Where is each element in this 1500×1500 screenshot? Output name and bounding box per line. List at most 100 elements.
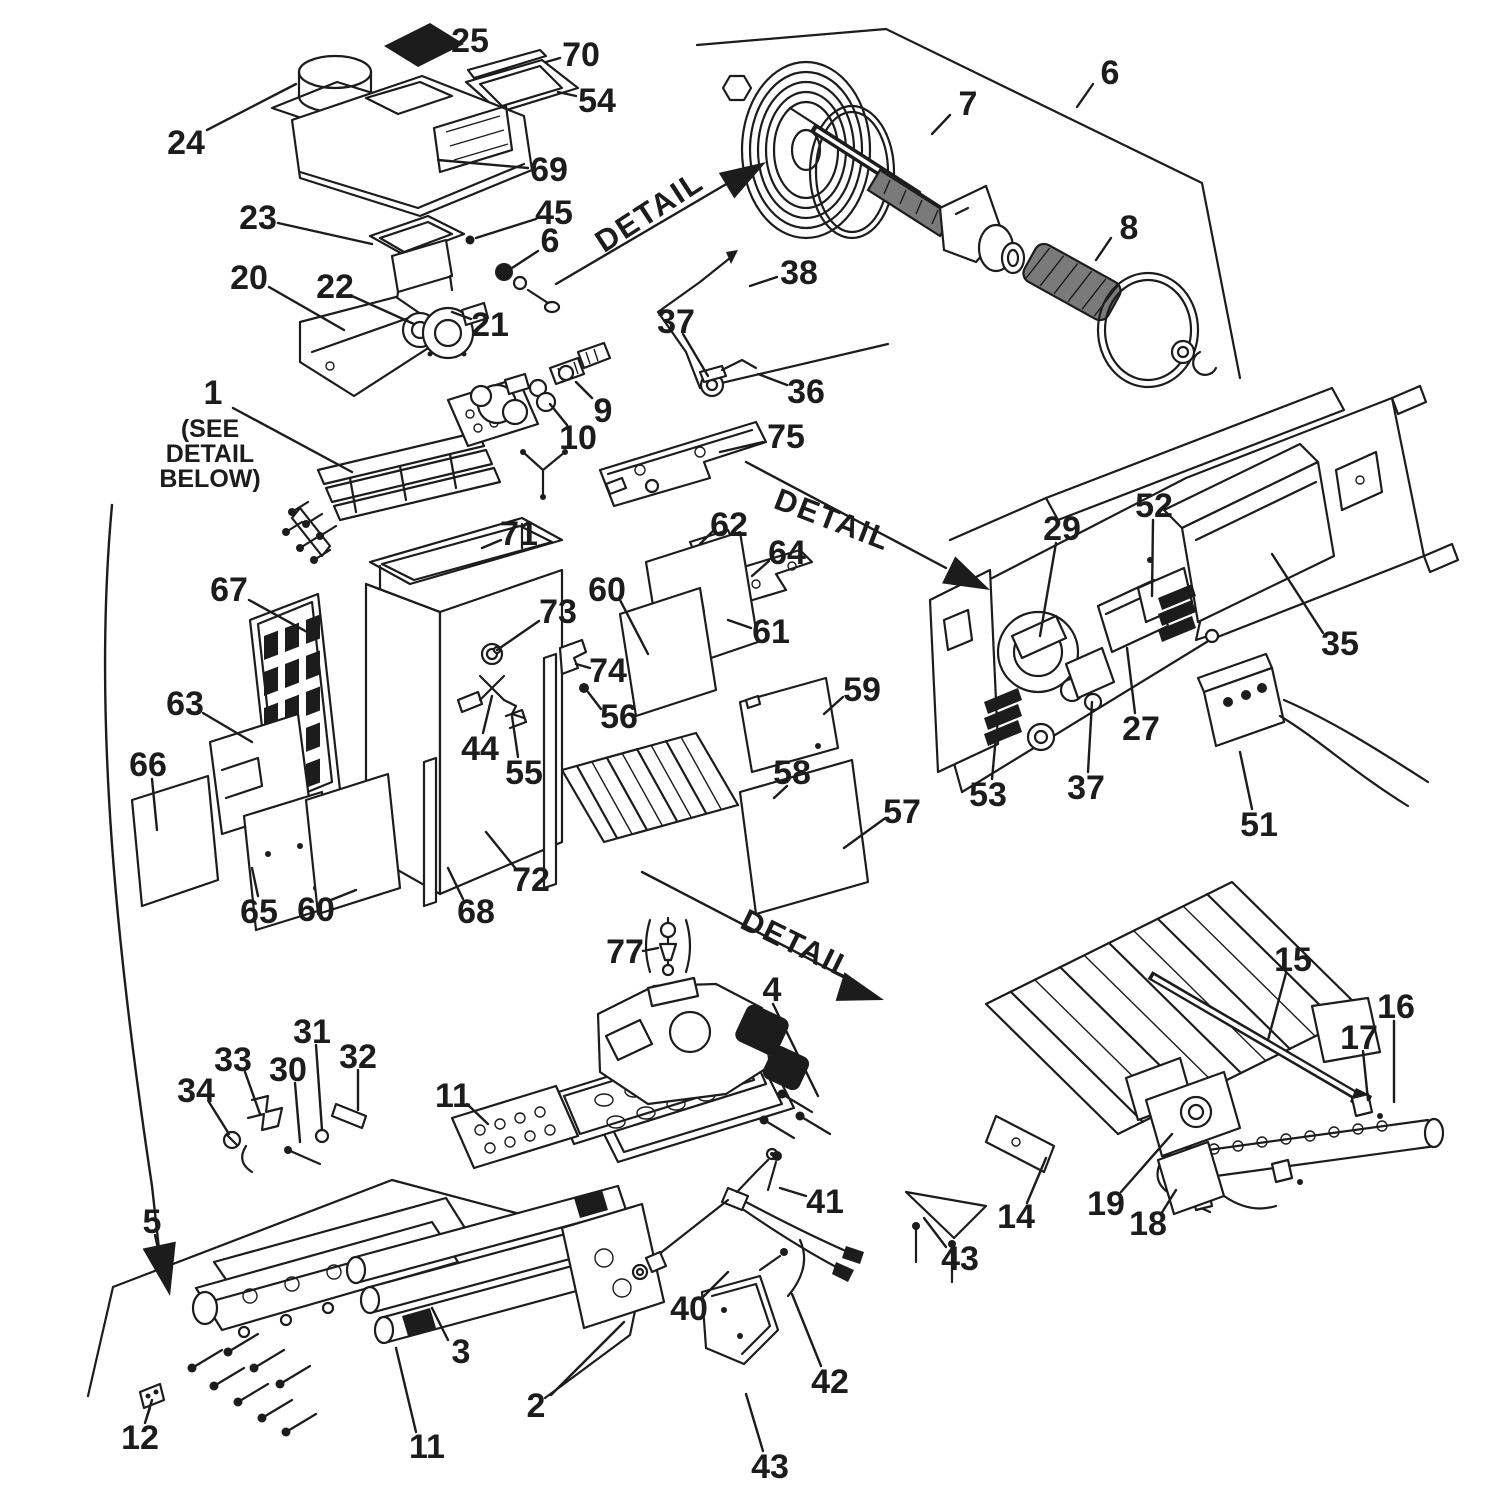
callout-leader-8	[1094, 236, 1113, 262]
pilot-hardware-parts	[222, 1094, 368, 1174]
callout-label-53: 53	[969, 776, 1007, 814]
callout-label-22: 22	[316, 268, 354, 306]
wiring-harness-40-42-shape	[720, 1186, 750, 1212]
manifold-bolts-part-shape	[288, 508, 296, 516]
igniter-44-part-shape	[502, 698, 526, 720]
top-cover-part-shape	[290, 74, 534, 218]
louver-panel-67-shape-shape	[306, 650, 320, 680]
callout-leader-43a	[922, 1216, 948, 1249]
bracket-74-part-shape	[579, 683, 589, 693]
callout-leader-33	[243, 1070, 262, 1116]
blower-assembly-4-shape	[777, 1089, 787, 1099]
manifold-pipe-16-shape	[1376, 1120, 1388, 1132]
wire-tripod-part-shape	[521, 450, 545, 472]
callout-label-6a: 6	[541, 222, 560, 260]
callout-label-43b: 43	[751, 1448, 789, 1486]
callout-leader-4	[771, 1002, 820, 1098]
bracket-64-shape	[751, 579, 761, 589]
callout-leader-69	[436, 158, 530, 170]
manifold-pipe-16-shape	[1352, 1123, 1364, 1135]
check-valve-77-shape	[684, 918, 692, 974]
pipe-clips-17-shape	[1297, 1179, 1303, 1185]
callout-leader-45	[474, 217, 538, 240]
cabinet-frame-71-shape	[380, 524, 554, 582]
see-detail-note-line-2: DETAIL	[166, 440, 254, 468]
terminal-stack-left-53	[984, 688, 1022, 746]
coil-shaft-part-shape	[866, 168, 954, 238]
spring-8-part-shape	[1025, 247, 1051, 279]
blower-assembly-4-shape	[779, 1055, 788, 1083]
spring-8-part-shape	[1081, 278, 1107, 310]
control-bracket-part-shape	[606, 428, 754, 476]
wiring-harness-40-42-shape	[742, 1208, 840, 1270]
callout-leader-71	[480, 538, 503, 550]
callout-label-55: 55	[505, 754, 543, 792]
manifold-bolts-part-shape	[316, 532, 324, 540]
callout-leader-72	[484, 830, 518, 871]
burner-manifold-assembly-shape	[332, 466, 502, 522]
pilot-hardware-parts-shape	[286, 1148, 322, 1166]
screw-45-part-shape	[465, 235, 475, 245]
panel-57	[738, 758, 870, 916]
manifold-bolts-part-shape	[310, 556, 318, 564]
blower-assembly-4-shape	[735, 1004, 789, 1056]
tray-bolts-part-shape	[209, 1381, 219, 1391]
louver-panel-67-shape-shape	[264, 630, 278, 660]
callout-label-63: 63	[166, 685, 204, 723]
tray-bolts-part-shape	[257, 1413, 267, 1423]
callout-leader-56	[586, 690, 603, 711]
callout-leader-2	[549, 1320, 626, 1397]
heat-exchanger-coil-shape	[740, 60, 872, 240]
control-box-35-shape	[1334, 450, 1384, 512]
callout-label-3: 3	[452, 1333, 471, 1371]
top-grille-part-shape	[396, 30, 454, 60]
callout-leader-41	[778, 1186, 808, 1198]
flue-collar-part	[368, 214, 466, 308]
louver-panel-67-shape-shape	[306, 758, 320, 788]
igniter-44-part	[478, 674, 526, 720]
callout-leader-43b	[744, 1392, 765, 1453]
terminal-stack-left-53-shape	[984, 720, 1022, 746]
callout-label-75: 75	[767, 418, 805, 456]
wiring-harness-40-42-shape	[635, 1267, 645, 1277]
pilot-tubing-part-shape	[726, 250, 738, 264]
bypass-tube-15-shape	[1151, 975, 1359, 1098]
callout-leader-5	[153, 1233, 162, 1260]
terminal-stack-left-53-shape	[984, 704, 1022, 730]
wire-tripod-part	[520, 449, 568, 500]
blower-inlet-part	[401, 301, 490, 360]
callout-label-74: 74	[589, 652, 627, 690]
grille-rod-part-shape	[466, 48, 548, 80]
oring-large-part-shape	[1192, 350, 1218, 376]
pilot-tubing-part	[656, 250, 890, 390]
callout-leader-57	[842, 817, 886, 850]
callout-label-25: 25	[451, 22, 489, 60]
control-box-35-shape	[1204, 628, 1220, 644]
callout-label-51: 51	[1240, 806, 1278, 844]
burner-tray-assembly-shape	[191, 1290, 219, 1326]
tray-bolts-part-shape	[249, 1363, 259, 1373]
blower-inlet-part-shape	[461, 351, 467, 357]
callout-label-30: 30	[269, 1051, 307, 1089]
callout-leader-63	[201, 711, 254, 744]
clip-12-part-shape	[138, 1382, 166, 1410]
control-chassis-part-shape	[1390, 384, 1428, 416]
deflector-part-shape	[310, 314, 416, 354]
callout-label-10: 10	[559, 419, 597, 457]
manifold-pipe-16-shape	[1304, 1130, 1316, 1142]
pilot-hardware-parts-shape	[241, 1144, 254, 1174]
access-panel-60-left-shape	[304, 772, 402, 916]
power-connector-51-shape	[1223, 697, 1233, 707]
callout-label-18: 18	[1129, 1205, 1167, 1243]
callout-label-35: 35	[1321, 625, 1359, 663]
pilot-hardware-parts-shape	[330, 1102, 368, 1130]
cabinet-body-72-shape	[364, 582, 442, 614]
callout-leader-62	[698, 529, 715, 546]
shaft-bracket-part-shape	[1006, 248, 1020, 268]
detail-mid-arrow-icon	[942, 556, 990, 590]
tray-bolts-part-shape	[226, 1332, 260, 1354]
wiring-harness-40-42	[631, 1147, 864, 1298]
callout-label-64: 64	[768, 534, 806, 572]
tray-bolts-part-shape	[187, 1363, 197, 1373]
